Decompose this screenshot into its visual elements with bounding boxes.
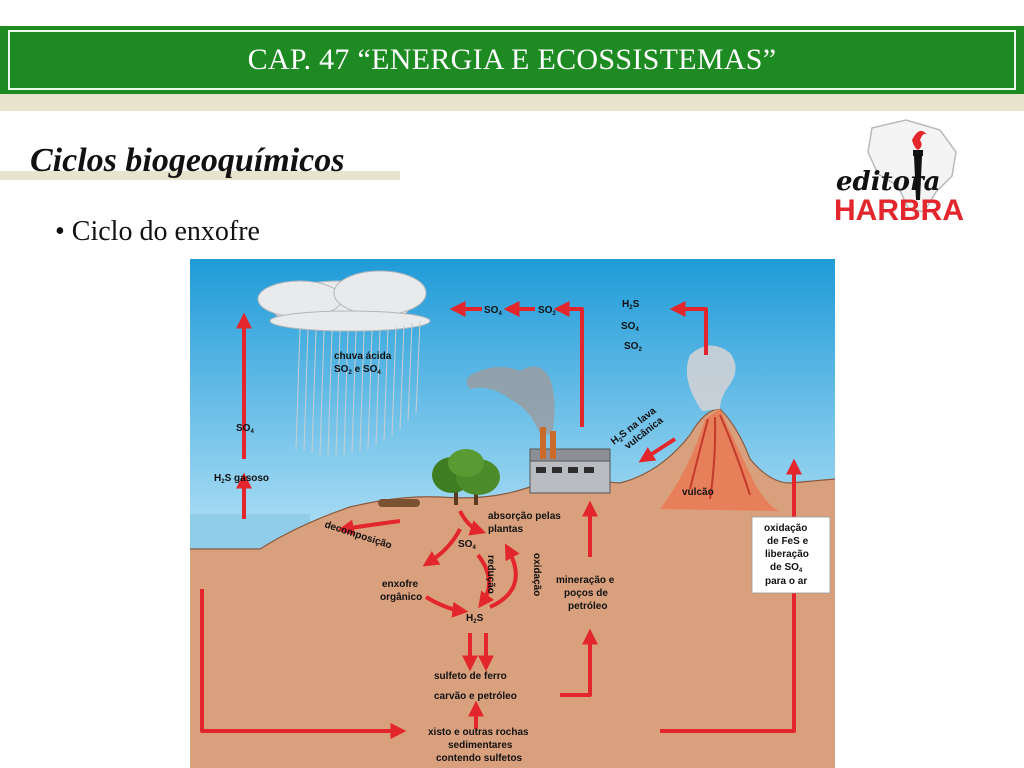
sulfur-cycle-diagram: SO4 SO2 H2S SO4 SO2 chuva ácida SO2 e SO… <box>190 259 835 768</box>
label-so2-right: SO2 <box>624 341 642 353</box>
label-mineracao-3: petróleo <box>568 601 607 612</box>
arrow-decomposicao <box>337 519 401 536</box>
arrow-lava <box>638 437 677 463</box>
arrow-carvao-mineracao <box>560 628 598 697</box>
harbra-logo: editora HARBRA <box>834 119 964 226</box>
label-fes-4: de SO4 <box>770 562 803 574</box>
trees <box>432 449 500 505</box>
label-oxidacao: oxidação <box>531 553 542 596</box>
factory <box>529 427 611 494</box>
torch-icon <box>912 130 928 200</box>
label-fes-1: oxidação <box>764 523 807 534</box>
label-absorcao-1: absorção pelas <box>488 511 561 522</box>
subtitle-underline <box>0 171 400 180</box>
label-xisto-2: sedimentares <box>448 740 513 751</box>
arrow-reducao <box>476 553 495 609</box>
logo-script-text: editora <box>836 167 941 197</box>
label-h2s-top: H2S <box>622 299 640 311</box>
label-fes-3: liberação <box>765 549 809 560</box>
logo-brand-text: HARBRA <box>834 194 964 226</box>
label-chuva-acida: chuva ácida <box>334 351 392 362</box>
label-carvao: carvão e petróleo <box>434 691 517 702</box>
label-so2-top: SO2 <box>538 305 556 317</box>
header-accent-band <box>0 94 1024 111</box>
label-h2s-gasoso: H2S gasoso <box>214 473 269 485</box>
arrow-volcano-up <box>669 301 708 355</box>
label-vulcao: vulcão <box>682 487 714 498</box>
label-xisto-3: contendo sulfetos <box>436 753 523 764</box>
volcano-smoke <box>686 345 736 411</box>
label-enxofre-2: orgânico <box>380 592 422 603</box>
brazil-map-icon <box>867 119 957 213</box>
label-so4-top: SO4 <box>484 305 502 317</box>
label-h2s-center: H2S <box>466 613 484 625</box>
arrow-factory-so2 <box>553 301 584 427</box>
label-enxofre-1: enxofre <box>382 579 419 590</box>
factory-smoke <box>466 366 555 435</box>
bullet-item: • Ciclo do enxofre <box>55 216 260 247</box>
label-fes-5: para o ar <box>765 576 807 587</box>
lava-streaks <box>689 414 751 500</box>
slide-chapter-title: CAP. 47 “ENERGIA E ECOSSISTEMAS” <box>247 43 777 76</box>
label-mineracao-2: poços de <box>564 588 608 599</box>
label-chuva-gases: SO2 e SO4 <box>334 364 381 376</box>
arrow-absorcao <box>458 510 487 536</box>
label-reducao: redução <box>485 555 496 594</box>
slide-subtitle: Ciclos biogeoquímicos <box>30 142 345 179</box>
header-frame: CAP. 47 “ENERGIA E ECOSSISTEMAS” <box>8 30 1016 90</box>
label-xisto-1: xisto e outras rochas <box>428 727 529 738</box>
cloud <box>257 270 431 332</box>
arrow-oxidacao <box>489 543 520 609</box>
label-so4-right: SO4 <box>621 321 639 333</box>
arrow-bottom-left <box>200 589 407 739</box>
label-sulfeto: sulfeto de ferro <box>434 671 507 682</box>
label-fes-2: de FeS e <box>767 536 809 547</box>
acid-rain-streaks <box>295 320 421 456</box>
cycle-arrows <box>200 301 802 739</box>
arrow-enxofre-h2s <box>424 595 469 618</box>
label-mineracao-1: mineração e <box>556 575 615 586</box>
fallen-log <box>378 499 420 507</box>
fes-label-box <box>751 516 831 594</box>
arrow-decomp-enxofre <box>422 528 462 567</box>
label-absorcao-2: plantas <box>488 524 523 535</box>
header-bar: CAP. 47 “ENERGIA E ECOSSISTEMAS” <box>0 26 1024 94</box>
label-so4-left: SO4 <box>236 423 254 435</box>
label-so4-center: SO4 <box>458 539 476 551</box>
